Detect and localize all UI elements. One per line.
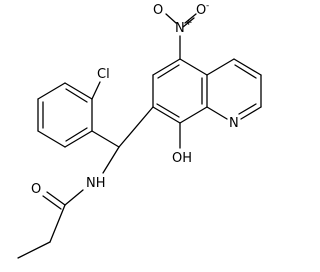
bond-lines [17, 13, 262, 259]
nitro-minus-label: - [206, 1, 209, 11]
bond-c6-c5 [152, 58, 181, 76]
bond-ch2-ch3 [17, 241, 51, 259]
amide-oxygen-label: O [31, 182, 41, 197]
bond-nh-carbonyl [64, 189, 84, 206]
bond-carbonyl-o-double [42, 195, 62, 210]
bond-ch-nh [102, 146, 120, 174]
bond-c4a-c4 [206, 58, 235, 76]
bond-carbonyl-ch2 [49, 204, 66, 243]
bond-c2p-c3p [64, 82, 93, 100]
molecule-diagram: N + O O - Cl N OH O NH [17, 1, 262, 259]
bond-c7-ch [118, 106, 154, 148]
bond-n1-c8a [206, 106, 228, 120]
nitro-oxygen-left-label: O [153, 3, 163, 18]
bond-c6-c5-inner [157, 64, 180, 79]
amide-nh-label: NH [86, 176, 106, 191]
chlorine-label: Cl [97, 67, 110, 82]
ring-nitrogen-label: N [229, 116, 239, 131]
hydroxyl-label: OH [172, 151, 192, 166]
bond-nitro-oxygen-left [165, 13, 177, 24]
bond-nitro-oxygen-right-b [182, 17, 195, 28]
structure-canvas: N + O O - Cl N OH O NH [17, 1, 262, 259]
nitro-nitrogen-label: N [175, 21, 185, 36]
nitro-oxygen-right-label: O [196, 3, 206, 18]
bond-ch-c1p [91, 130, 120, 148]
bond-carbonyl-o [46, 191, 66, 206]
bond-c3p-c4p [37, 82, 66, 100]
bond-c8-c7 [152, 106, 181, 124]
bond-nitro-oxygen-right-a [184, 13, 197, 24]
bond-c8a-c8 [179, 106, 208, 124]
bond-c5-c4a [179, 58, 208, 76]
bond-c2-n1 [240, 106, 262, 120]
bond-c6p-c1p-inner [65, 127, 88, 142]
bond-c2p-c3p-inner [65, 88, 88, 103]
bond-c4-c3-inner [234, 64, 257, 79]
atom-labels: N + O O - Cl N OH O NH [31, 1, 239, 197]
bond-c5p-c6p [37, 130, 66, 148]
nitro-plus-label: + [185, 18, 193, 28]
bond-c6p-c1p [64, 130, 93, 148]
bond-c4-c3 [233, 58, 262, 76]
bond-c8-c7-inner [156, 103, 180, 118]
bond-c2p-cl [91, 81, 101, 100]
bond-c2-n1-inner [238, 103, 257, 115]
